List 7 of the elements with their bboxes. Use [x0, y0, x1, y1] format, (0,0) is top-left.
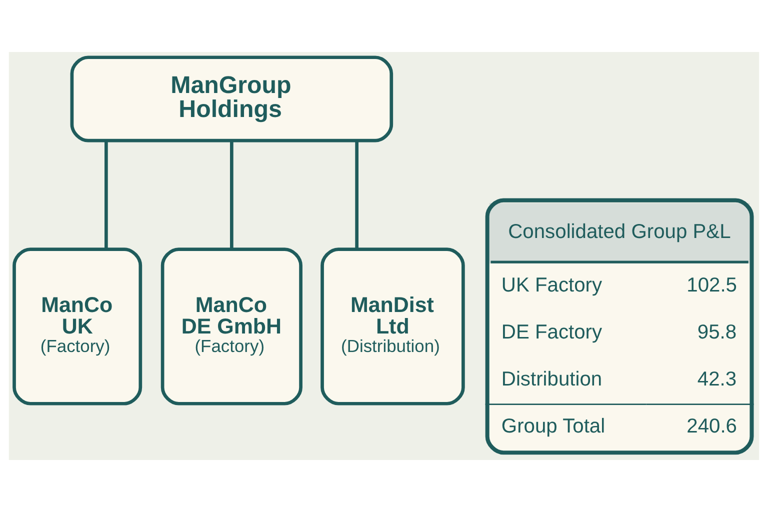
- connector: [355, 140, 358, 250]
- node-box: ManCo UK (Factory): [12, 248, 142, 406]
- node-box: ManGroup Holdings: [70, 56, 394, 142]
- connector: [104, 140, 108, 250]
- connector: [230, 140, 234, 250]
- node-box: ManCo DE GmbH (Factory): [160, 248, 302, 406]
- node-box: ManDist Ltd (Distribution): [320, 248, 465, 406]
